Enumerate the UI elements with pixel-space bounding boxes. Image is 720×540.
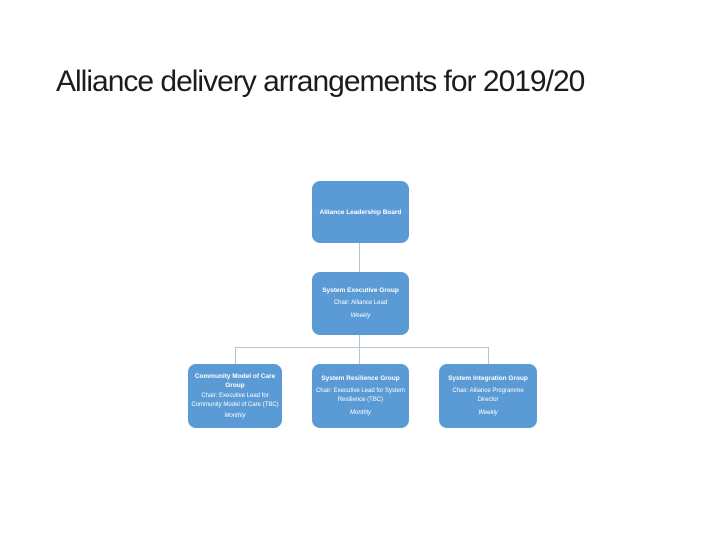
connector-drop-resilience [359,347,360,364]
slide-title: Alliance delivery arrangements for 2019/… [56,65,585,98]
connector-board-to-executive [359,243,360,272]
connector-branch-horizontal [235,347,489,348]
org-node-title: Community Model of Care Group [194,372,276,389]
org-node-title: System Integration Group [448,375,528,382]
connector-drop-community [235,347,236,364]
org-node-frequency: Weekly [478,410,498,416]
connector-drop-integration [488,347,489,364]
org-node-title: System Resilience Group [321,375,400,382]
org-node-community-model-of-care-group: Community Model of Care Group Chair: Exe… [188,364,282,428]
org-node-frequency: Monthly [349,410,371,416]
org-node-system-integration-group: System Integration Group Chair: Alliance… [439,364,537,428]
org-node-chair: Chair: Alliance Lead [333,300,388,306]
org-node-system-executive-group: System Executive Group Chair: Alliance L… [312,272,409,335]
org-node-title: Alliance Leadership Board [319,208,402,216]
org-node-system-resilience-group: System Resilience Group Chair: Executive… [312,364,409,428]
org-node-chair: Chair: Executive Lead for Community Mode… [191,392,279,408]
org-node-chair: Chair: Executive Lead for System Resilie… [315,388,406,403]
connector-executive-stub [359,335,360,347]
org-node-alliance-leadership-board: Alliance Leadership Board [312,181,409,243]
org-node-title: System Executive Group [322,287,399,294]
org-node-frequency: Weekly [350,313,371,319]
org-node-frequency: Monthly [224,412,246,419]
org-node-chair: Chair: Alliance Programme Director [452,388,524,403]
